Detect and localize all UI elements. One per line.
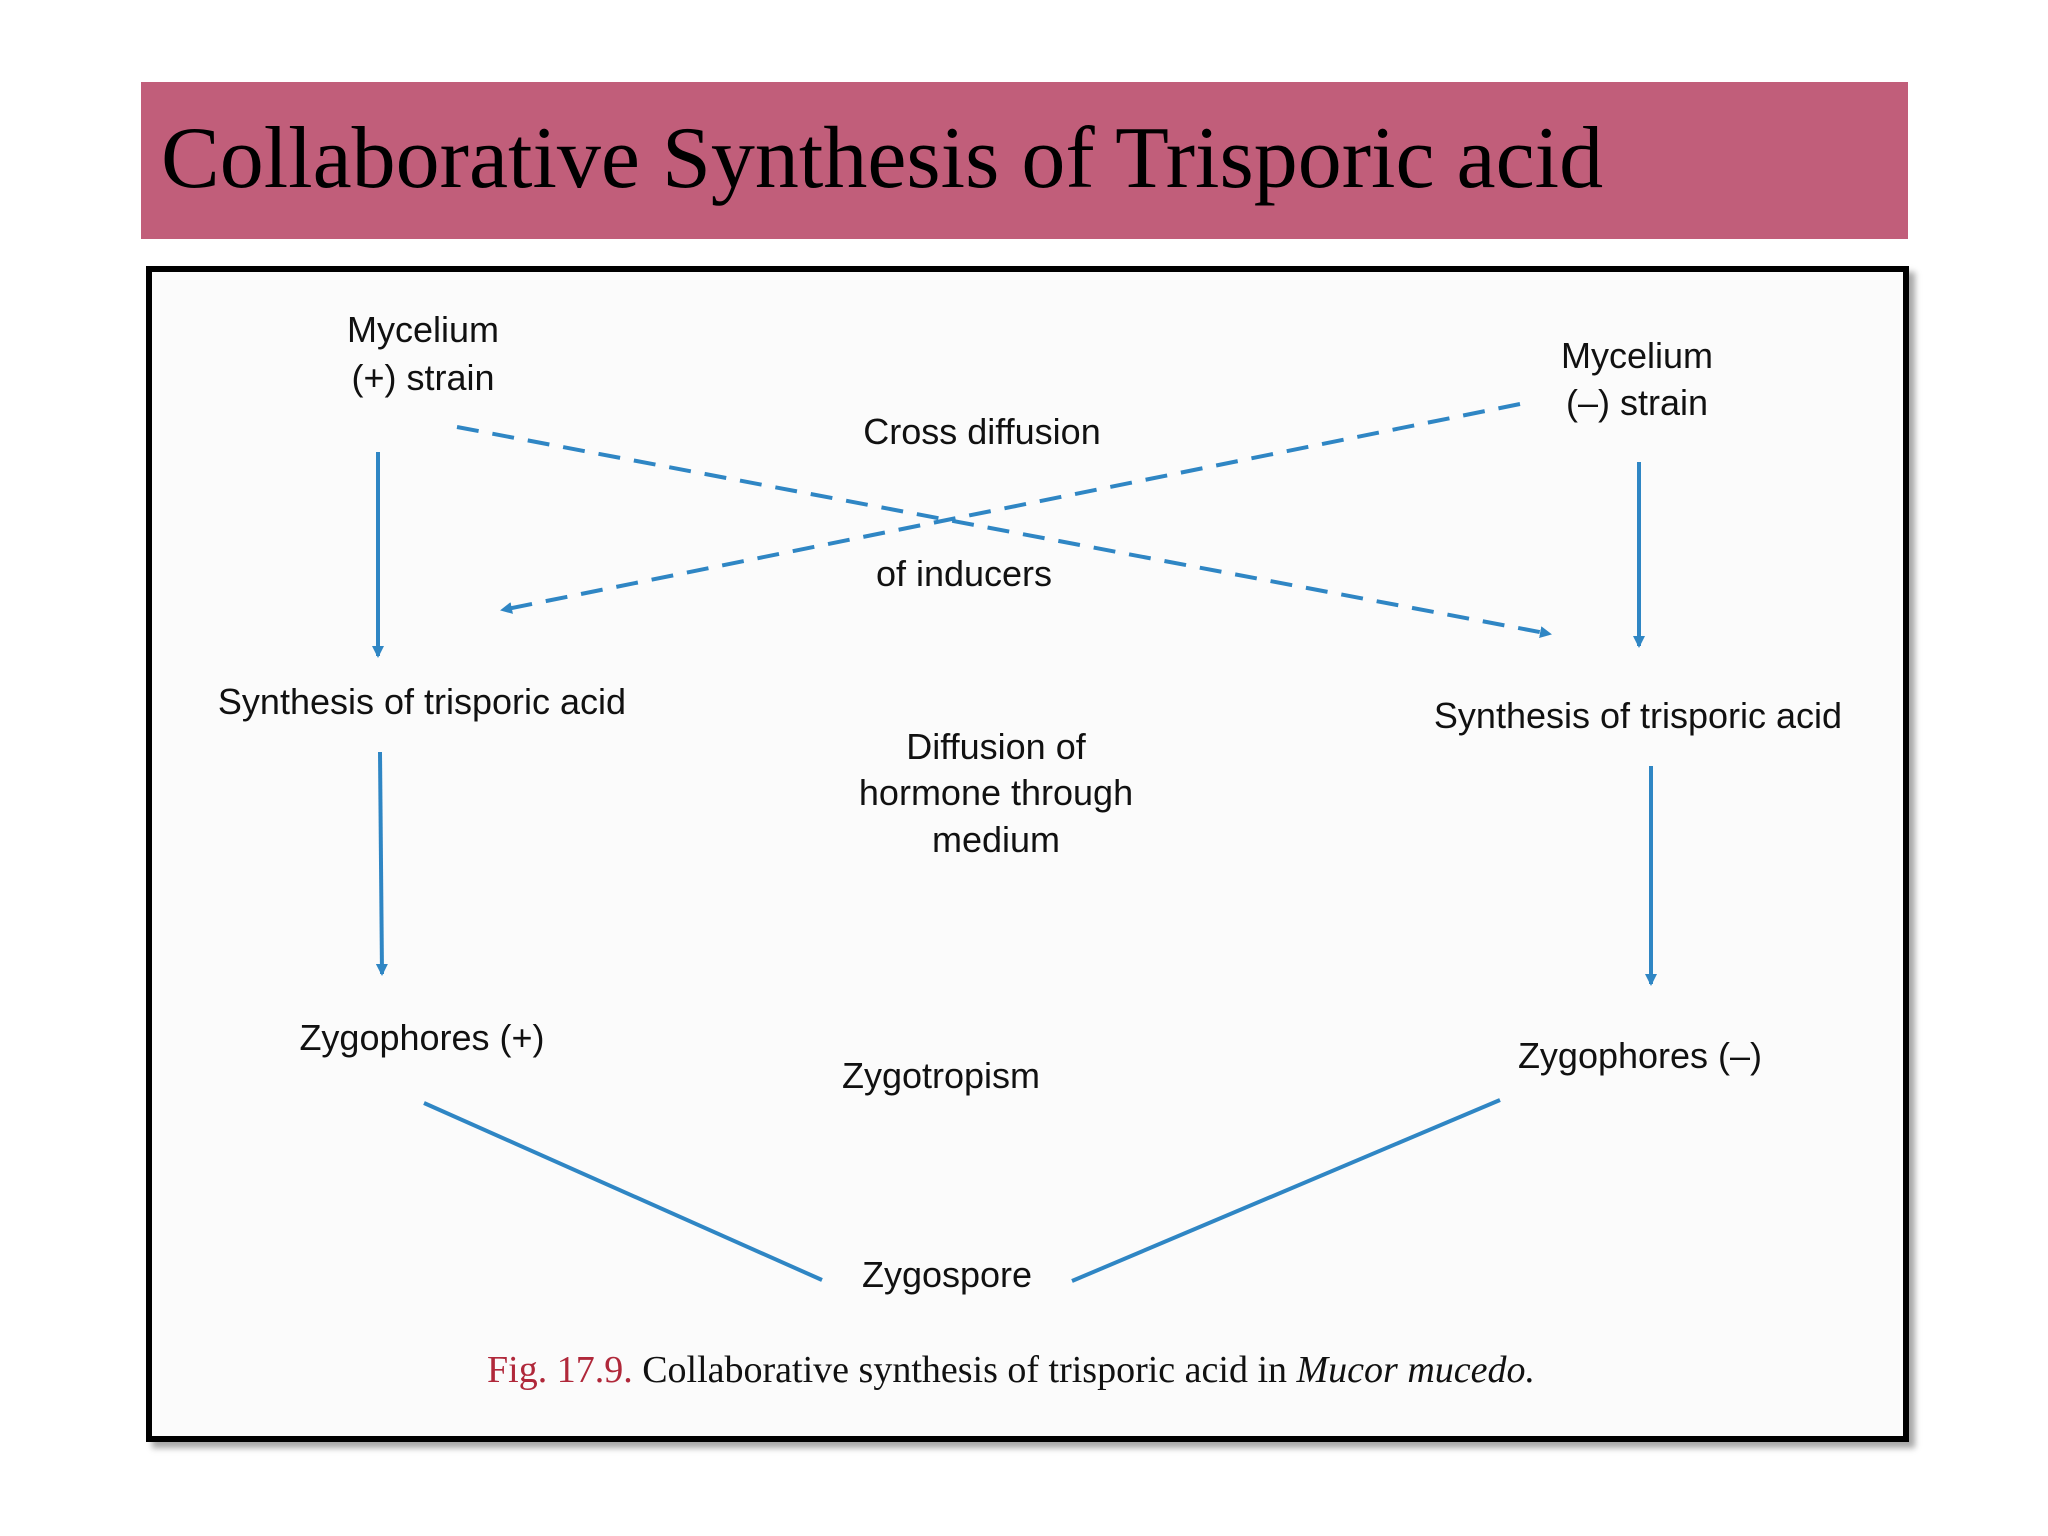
dashed-arrow-minus-to-left bbox=[500, 402, 1521, 614]
title-bar: Collaborative Synthesis of Trisporic aci… bbox=[141, 82, 1908, 239]
diffusion-hormone-line3: medium bbox=[932, 819, 1060, 860]
caption-fig-label: Fig. 17.9. bbox=[487, 1349, 633, 1391]
figure-frame: Mycelium (+) strain Synthesis of trispor… bbox=[146, 266, 1909, 1442]
of-inducers-label: of inducers bbox=[876, 553, 1052, 594]
zygophores-minus-label: Zygophores (–) bbox=[1518, 1035, 1762, 1076]
dashed-arrow-plus-to-right bbox=[456, 425, 1552, 639]
diffusion-hormone-line2: hormone through bbox=[859, 772, 1133, 813]
zygotropism-label: Zygotropism bbox=[842, 1055, 1040, 1096]
caption-text: Collaborative synthesis of trisporic aci… bbox=[642, 1349, 1287, 1391]
caption-species: Mucor mucedo. bbox=[1296, 1349, 1535, 1391]
mycelium-minus-label: Mycelium bbox=[1561, 335, 1713, 376]
line-zygophores-plus-to-zygospore bbox=[423, 1101, 823, 1282]
mycelium-plus-label: Mycelium bbox=[347, 309, 499, 350]
figure-caption: Fig. 17.9. Collaborative synthesis of tr… bbox=[487, 1349, 1535, 1391]
arrow-left-synthesis-to-zygophores bbox=[375, 751, 388, 976]
mycelium-minus-strain-label: (–) strain bbox=[1566, 382, 1708, 423]
slide-title: Collaborative Synthesis of Trisporic aci… bbox=[161, 110, 1604, 207]
cross-diffusion-label: Cross diffusion bbox=[863, 411, 1100, 452]
mycelium-plus-strain-label: (+) strain bbox=[351, 357, 494, 398]
zygophores-plus-label: Zygophores (+) bbox=[299, 1017, 544, 1058]
synthesis-left-label: Synthesis of trisporic acid bbox=[218, 681, 626, 722]
synthesis-right-label: Synthesis of trisporic acid bbox=[1434, 695, 1842, 736]
diffusion-hormone-line1: Diffusion of bbox=[906, 726, 1086, 767]
line-zygophores-minus-to-zygospore bbox=[1071, 1098, 1501, 1283]
zygospore-label: Zygospore bbox=[862, 1254, 1032, 1295]
trisporic-acid-diagram: Mycelium (+) strain Synthesis of trispor… bbox=[218, 309, 1842, 1391]
